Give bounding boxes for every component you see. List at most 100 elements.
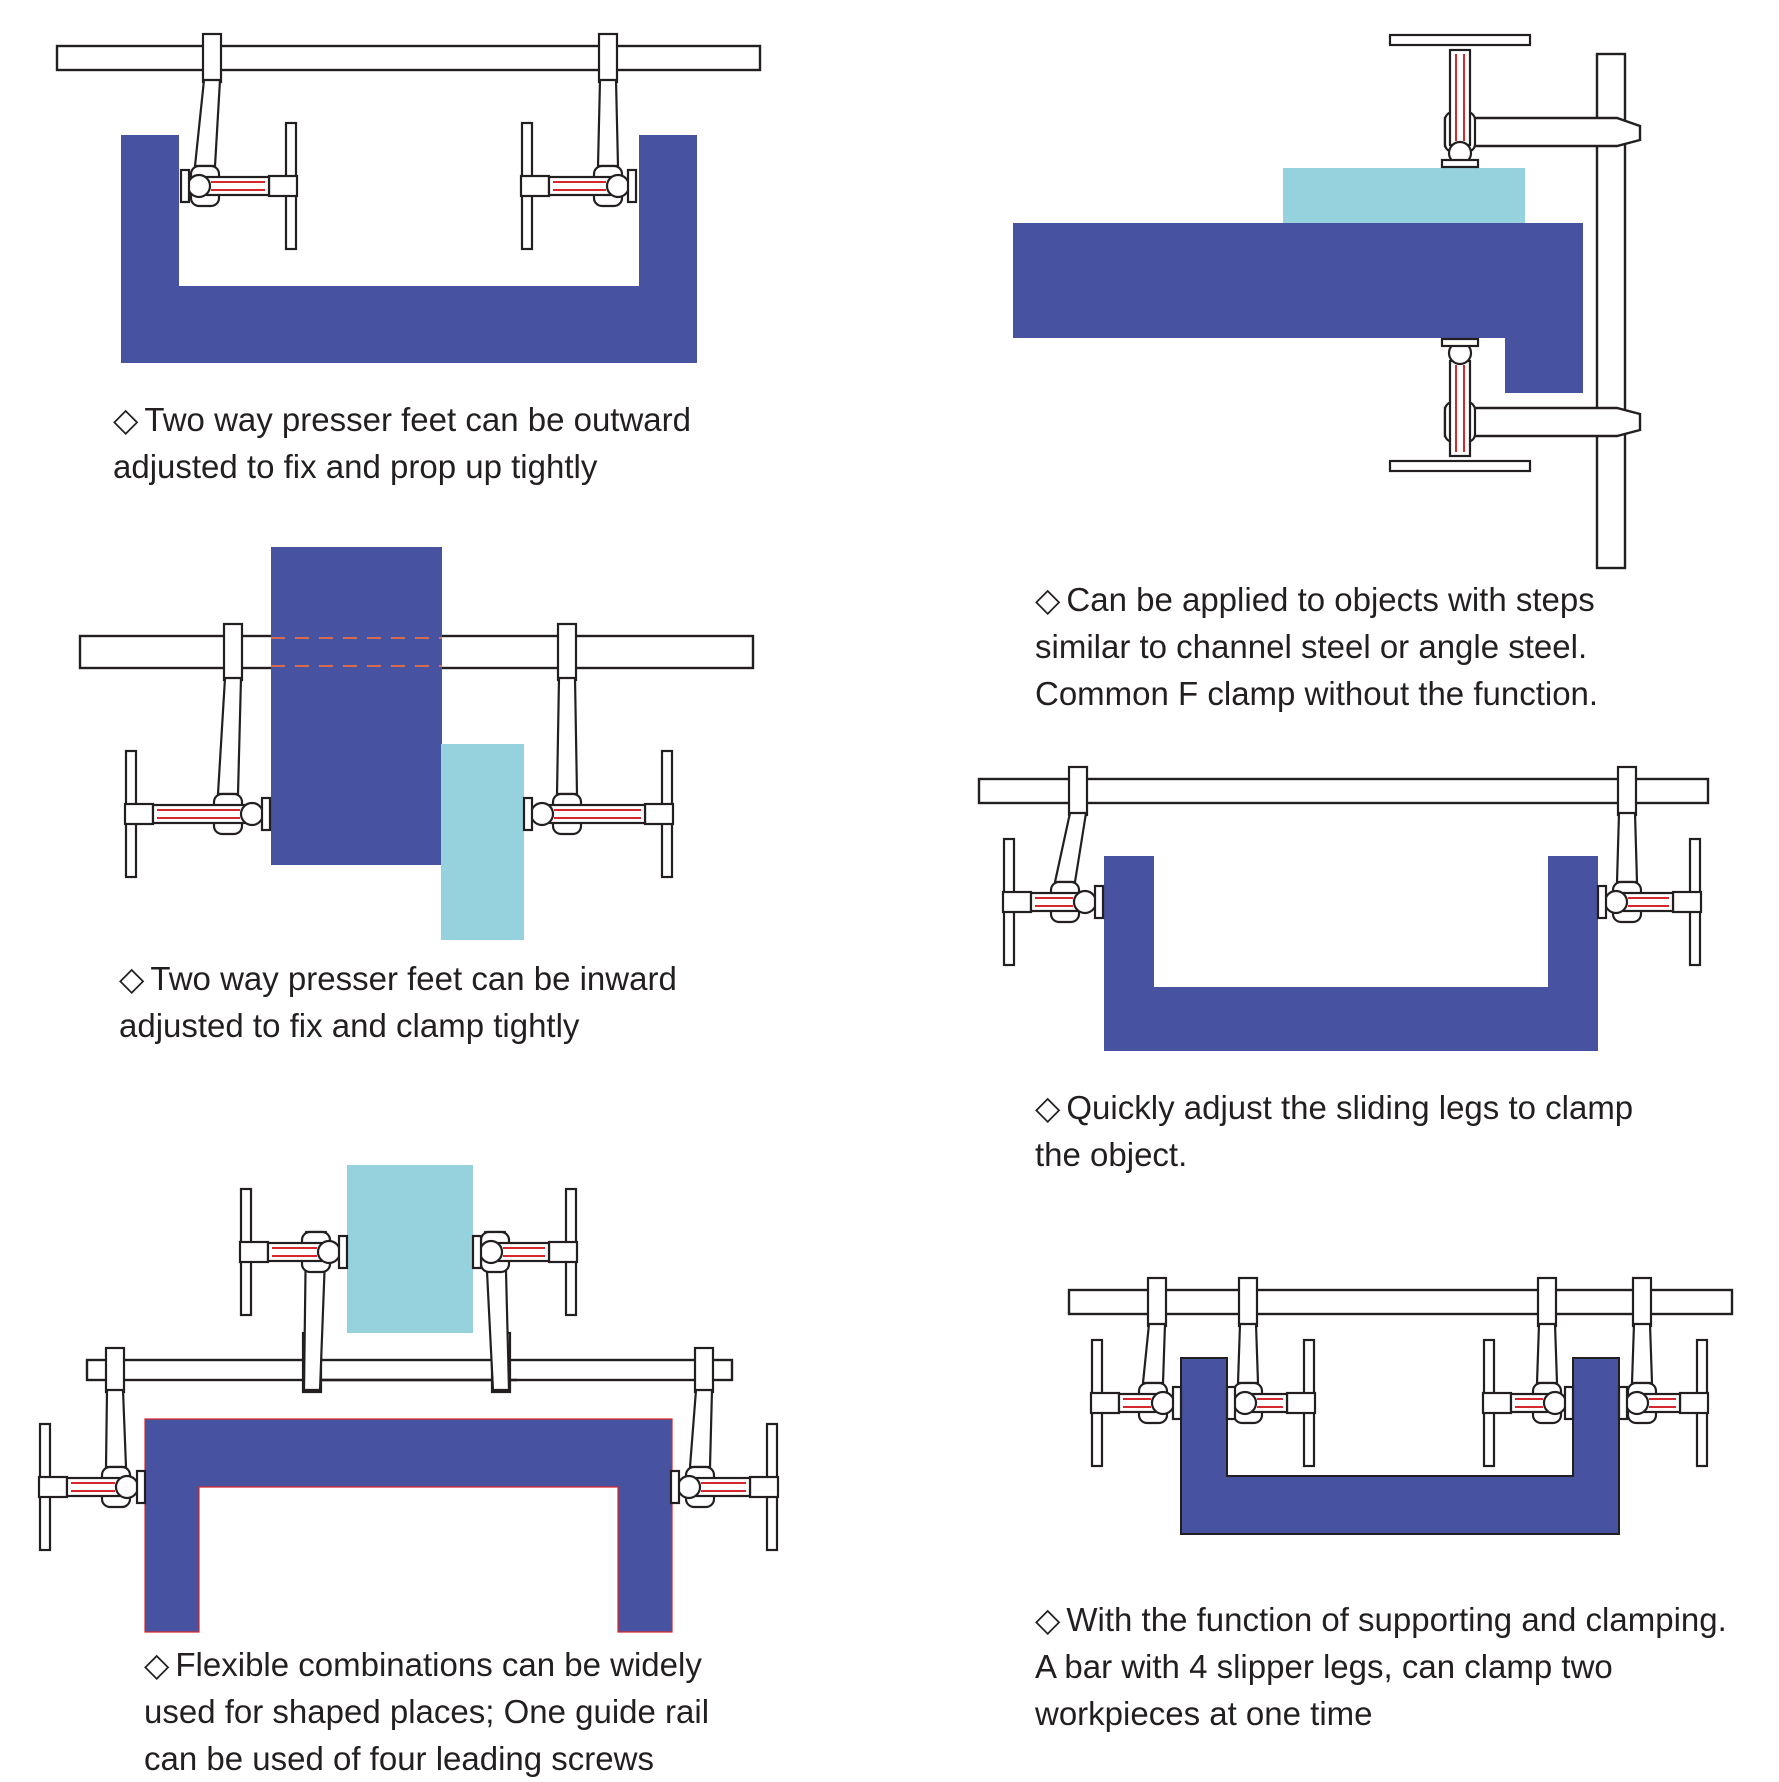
diamond-bullet-icon: ◇: [1035, 1089, 1061, 1126]
presser-foot: [1093, 884, 1105, 920]
presser-foot: [1171, 1385, 1183, 1421]
threaded-rod: [1448, 48, 1472, 147]
lead-screw-inner-right: [471, 1187, 579, 1317]
presser-foot: [1225, 1385, 1237, 1421]
guide-bar: [977, 777, 1710, 805]
presser-foot: [179, 168, 191, 204]
lower-guide-bar: [85, 1358, 734, 1382]
handle-bar: [1388, 33, 1532, 47]
lead-screw-1: [1089, 1338, 1183, 1468]
presser-foot: [1440, 158, 1480, 169]
sliding-leg-right: [592, 32, 624, 208]
leg-body: [216, 676, 243, 796]
lead-screw-inner-left: [238, 1187, 349, 1317]
leg-collar: [222, 622, 244, 682]
panel-inward-clamp: [78, 547, 755, 940]
caption-four-legs: ◇With the function of supporting and cla…: [1035, 1596, 1727, 1737]
lead-screw-3: [1481, 1338, 1575, 1468]
threaded-rod: [547, 175, 612, 197]
panel-sliding-legs: [977, 765, 1710, 1051]
handle-hub: [1001, 890, 1033, 914]
lead-screw-4: [1617, 1338, 1710, 1468]
leg-body: [1615, 811, 1639, 884]
panel-flexible-combination: [37, 1165, 780, 1633]
leg-body: [1053, 811, 1088, 884]
presser-foot: [669, 1469, 681, 1505]
swivel-ball: [605, 173, 631, 199]
handle-bar: [1388, 459, 1532, 473]
guide-bar: [1067, 1288, 1734, 1316]
lead-screw-right: [519, 121, 638, 251]
leg-collar: [1536, 1276, 1558, 1328]
presser-foot: [471, 1234, 483, 1270]
handle-hub: [547, 1240, 579, 1264]
light-block: [1283, 168, 1525, 223]
panel-stepped-object: [1013, 33, 1642, 570]
lead-screw-left: [123, 749, 272, 879]
lead-screw-bottom: [1388, 337, 1532, 473]
lead-screw-left: [1001, 837, 1105, 967]
lead-screw-top: [1388, 33, 1532, 169]
caption-line: Can be applied to objects with steps: [1066, 581, 1595, 618]
caption-line: adjusted to fix and prop up tightly: [113, 448, 598, 485]
caption-line: Common F clamp without the function.: [1035, 675, 1599, 712]
leg-collar: [104, 1346, 126, 1394]
leg-collar: [1616, 765, 1638, 817]
caption-line: the object.: [1035, 1136, 1188, 1173]
swivel-ball: [1232, 1390, 1258, 1416]
swivel-ball: [1603, 889, 1629, 915]
threaded-rod: [695, 1476, 752, 1498]
leg-collar: [693, 1346, 715, 1394]
handle-hub: [748, 1475, 780, 1499]
swivel-ball: [1072, 889, 1098, 915]
lead-screw-left: [179, 121, 299, 251]
leg-collar: [201, 32, 223, 84]
swivel-ball: [1150, 1390, 1176, 1416]
handle-hub: [519, 174, 551, 198]
handle-hub: [1285, 1391, 1317, 1415]
swivel-ball: [186, 173, 212, 199]
swivel-ball: [1624, 1390, 1650, 1416]
threaded-rod: [205, 175, 271, 197]
leg-collar: [1146, 1276, 1168, 1328]
threaded-rod: [266, 1241, 323, 1263]
threaded-rod: [65, 1476, 121, 1498]
presser-foot: [260, 796, 272, 832]
channel-workpiece: [121, 135, 697, 363]
leg-collar: [1631, 1276, 1653, 1328]
leg-body: [688, 1388, 714, 1469]
light-block: [347, 1165, 473, 1333]
caption-line: similar to channel steel or angle steel.: [1035, 628, 1588, 665]
leg-body: [555, 676, 579, 796]
caption-line: Flexible combinations can be widely: [175, 1646, 702, 1683]
leg-collar: [1067, 765, 1089, 817]
guide-bar: [55, 44, 762, 72]
threaded-rod: [1622, 891, 1675, 913]
diamond-bullet-icon: ◇: [1035, 581, 1061, 618]
handle-hub: [1481, 1391, 1513, 1415]
threaded-rod: [1029, 891, 1079, 913]
swivel-ball: [1542, 1390, 1568, 1416]
lead-screw-right: [522, 749, 675, 879]
handle-hub: [1671, 890, 1703, 914]
caption-line: With the function of supporting and clam…: [1066, 1601, 1727, 1638]
diamond-bullet-icon: ◇: [119, 960, 145, 997]
presser-foot: [1596, 884, 1608, 920]
diamond-bullet-icon: ◇: [144, 1646, 170, 1683]
presser-foot: [522, 796, 534, 832]
diamond-bullet-icon: ◇: [1035, 1601, 1061, 1638]
leg-body: [1141, 1322, 1167, 1385]
inverted-channel-workpiece: [144, 1418, 673, 1633]
caption-inward: ◇Two way presser feet can be inward adju…: [119, 955, 677, 1049]
handle-hub: [37, 1475, 69, 1499]
caption-line: Two way presser feet can be outward: [144, 401, 692, 438]
leg-body: [104, 1388, 128, 1469]
swivel-ball: [676, 1474, 702, 1500]
leg-body: [1236, 1322, 1260, 1385]
stepped-workpiece: [1013, 223, 1583, 393]
handle-hub: [123, 802, 155, 826]
threaded-rod: [1448, 359, 1472, 458]
caption-line: Quickly adjust the sliding legs to clamp: [1066, 1089, 1634, 1126]
handle-hub: [238, 1240, 270, 1264]
